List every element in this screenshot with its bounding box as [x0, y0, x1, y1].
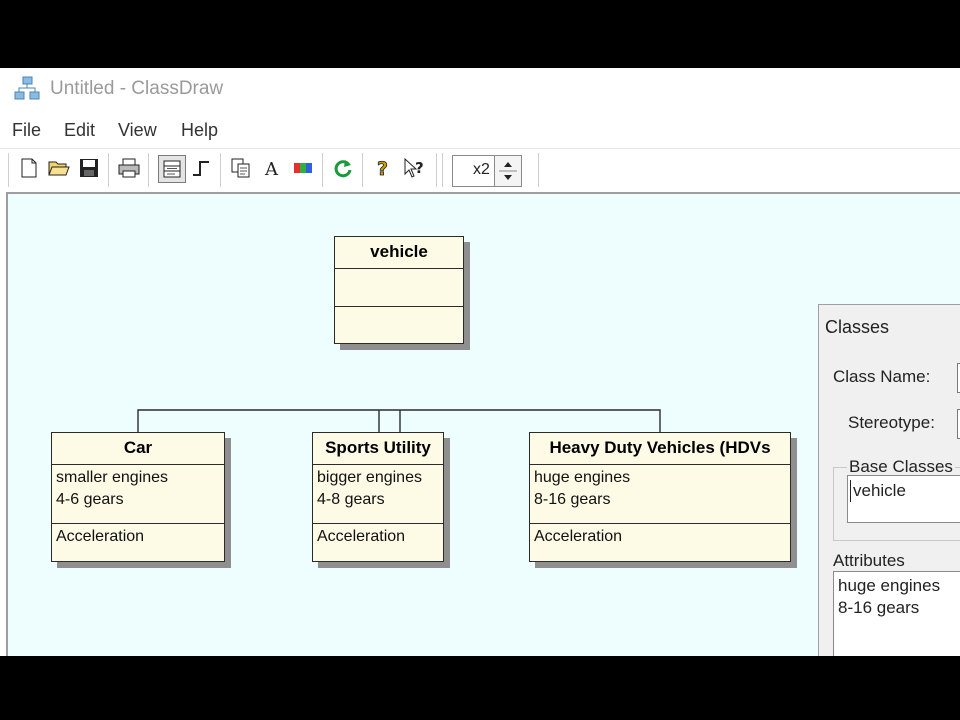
base-classes-list[interactable]: vehicle [847, 475, 960, 523]
operation: Acceleration [56, 528, 145, 545]
stereotype-field[interactable] [957, 409, 960, 439]
toolbar-separator [322, 153, 324, 187]
menu-help[interactable]: Help [181, 120, 219, 140]
stereotype-label: Stereotype: [848, 413, 935, 432]
operation: Acceleration [317, 528, 406, 545]
class-car[interactable]: Car smaller engines 4-6 gears Accelerati… [51, 432, 225, 562]
attributes-textbox[interactable]: huge engines 8-16 gears [833, 571, 960, 656]
attribute: 8-16 gears [534, 491, 611, 508]
attribute: smaller engines [56, 469, 169, 486]
class-name: vehicle [335, 237, 463, 269]
title-bar: Untitled - ClassDraw [0, 68, 960, 112]
svg-text:?: ? [415, 159, 424, 177]
menu-bar: File Edit View Help [0, 116, 960, 146]
class-heavy-duty-vehicles[interactable]: Heavy Duty Vehicles (HDVs huge engines 8… [529, 432, 791, 562]
copy-icon[interactable] [228, 155, 254, 181]
svg-text:?: ? [377, 158, 388, 179]
context-help-icon[interactable]: ? [402, 155, 428, 181]
open-folder-icon[interactable] [46, 155, 72, 181]
class-name-label: Class Name: [833, 367, 931, 386]
help-icon[interactable]: ? [370, 155, 396, 181]
refresh-icon[interactable] [330, 155, 356, 181]
class-attributes [335, 269, 463, 307]
save-icon[interactable] [76, 155, 102, 181]
zoom-value: x2 [473, 161, 490, 178]
spinner-arrows-icon [499, 162, 517, 180]
class-name-field[interactable] [957, 363, 960, 393]
panel-title: Classes [825, 317, 890, 337]
toolbar-separator [538, 153, 540, 187]
class-operations: Acceleration [52, 524, 224, 550]
toolbar-separator [362, 153, 364, 187]
class-operations: Acceleration [313, 524, 443, 550]
toolbar-grip [8, 153, 10, 187]
class-operations [335, 307, 463, 343]
toolbar-grip [442, 153, 444, 187]
class-attributes: huge engines 8-16 gears [530, 465, 790, 524]
svg-text:A: A [264, 159, 279, 178]
attribute-line: 8-16 gears [838, 598, 920, 617]
attribute: 4-6 gears [56, 491, 124, 508]
class-name: Heavy Duty Vehicles (HDVs [530, 433, 790, 465]
color-icon[interactable] [290, 155, 316, 181]
toolbar-separator [436, 153, 438, 187]
class-name: Car [52, 433, 224, 465]
base-classes-label: Base Classes [847, 457, 955, 477]
connector-tool-icon[interactable] [188, 155, 214, 181]
toolbar-separator [148, 153, 150, 187]
zoom-spinner[interactable] [494, 155, 522, 187]
attribute: 4-8 gears [317, 491, 385, 508]
class-vehicle[interactable]: vehicle [334, 236, 464, 344]
diagram-canvas[interactable]: vehicle Car smaller engines 4-6 gears Ac… [6, 192, 960, 656]
class-operations: Acceleration [530, 524, 790, 550]
window-title: Untitled - ClassDraw [50, 78, 224, 99]
attribute: bigger engines [317, 469, 422, 486]
classdraw-app-icon [14, 76, 40, 100]
menu-file[interactable]: File [12, 120, 42, 140]
attributes-label: Attributes [833, 551, 905, 570]
new-file-icon[interactable] [16, 155, 42, 181]
toolbar-separator [220, 153, 222, 187]
print-icon[interactable] [116, 155, 142, 181]
class-attributes: smaller engines 4-6 gears [52, 465, 224, 524]
base-class-item[interactable]: vehicle [850, 480, 960, 502]
classes-panel: Classes Class Name: Stereotype: Base Cla… [818, 304, 960, 656]
toolbar-separator [108, 153, 110, 187]
menu-view[interactable]: View [118, 120, 157, 140]
text-tool-icon[interactable]: A [259, 155, 285, 181]
classdraw-window: Untitled - ClassDraw File Edit View Help [0, 68, 960, 656]
attribute-line: huge engines [838, 576, 941, 595]
class-tool-icon[interactable] [158, 155, 186, 183]
toolbar: A ? ? x2 [0, 148, 960, 191]
operation: Acceleration [534, 528, 623, 545]
class-attributes: bigger engines 4-8 gears [313, 465, 443, 524]
class-name: Sports Utility [313, 433, 443, 465]
menu-edit[interactable]: Edit [64, 120, 96, 140]
class-sports-utility[interactable]: Sports Utility bigger engines 4-8 gears … [312, 432, 444, 562]
attribute: huge engines [534, 469, 631, 486]
